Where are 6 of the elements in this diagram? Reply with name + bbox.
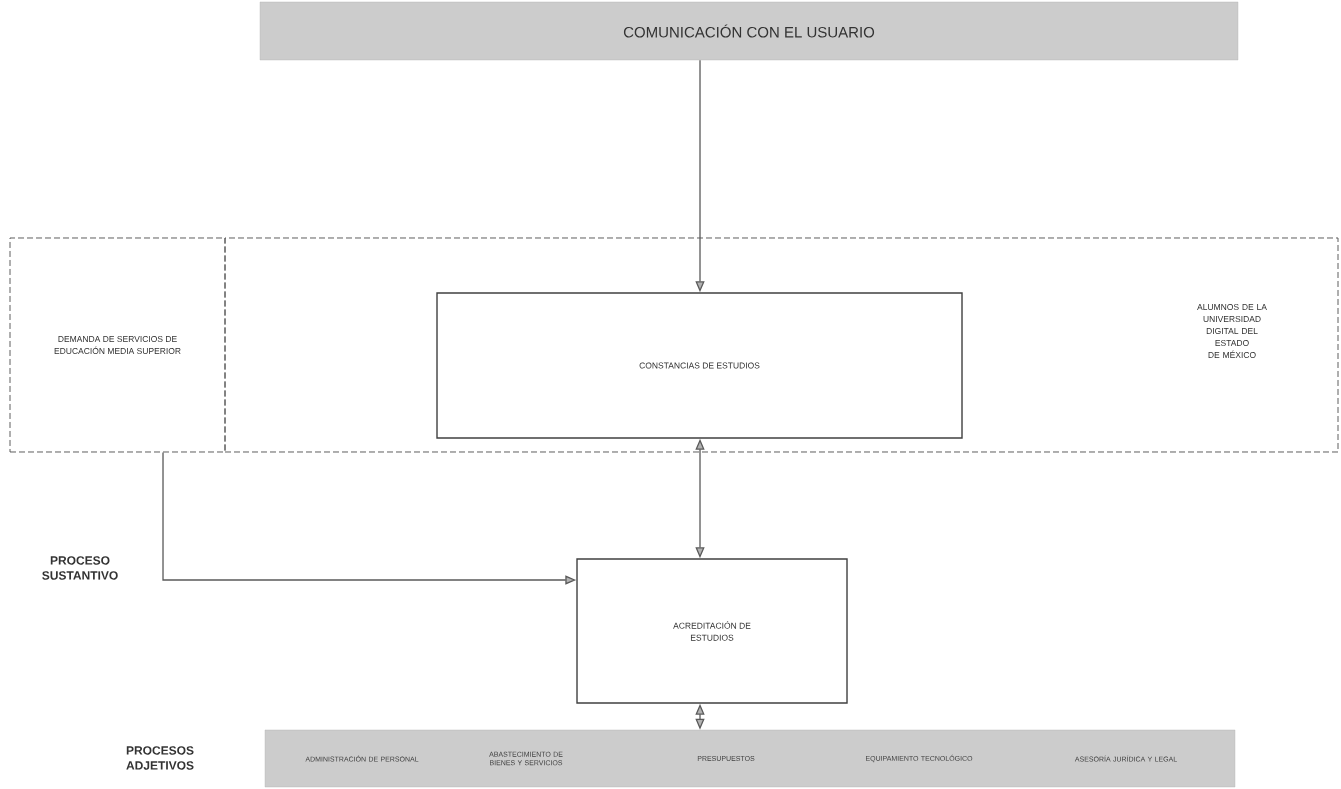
side-label: PROCESOS ADJETIVOS bbox=[126, 746, 194, 770]
side-label: PROCESO SUSTANTIVO bbox=[42, 556, 118, 580]
process-box: ACREDITACIÓN DE ESTUDIOS bbox=[576, 558, 848, 704]
banner-bar: COMUNICACIÓN CON EL USUARIO bbox=[259, 1, 1239, 61]
process-box: CONSTANCIAS DE ESTUDIOS bbox=[436, 292, 963, 439]
dashed-panel: DEMANDA DE SERVICIOS DE EDUCACIÓN MEDIA SUPERIOR bbox=[9, 237, 226, 453]
